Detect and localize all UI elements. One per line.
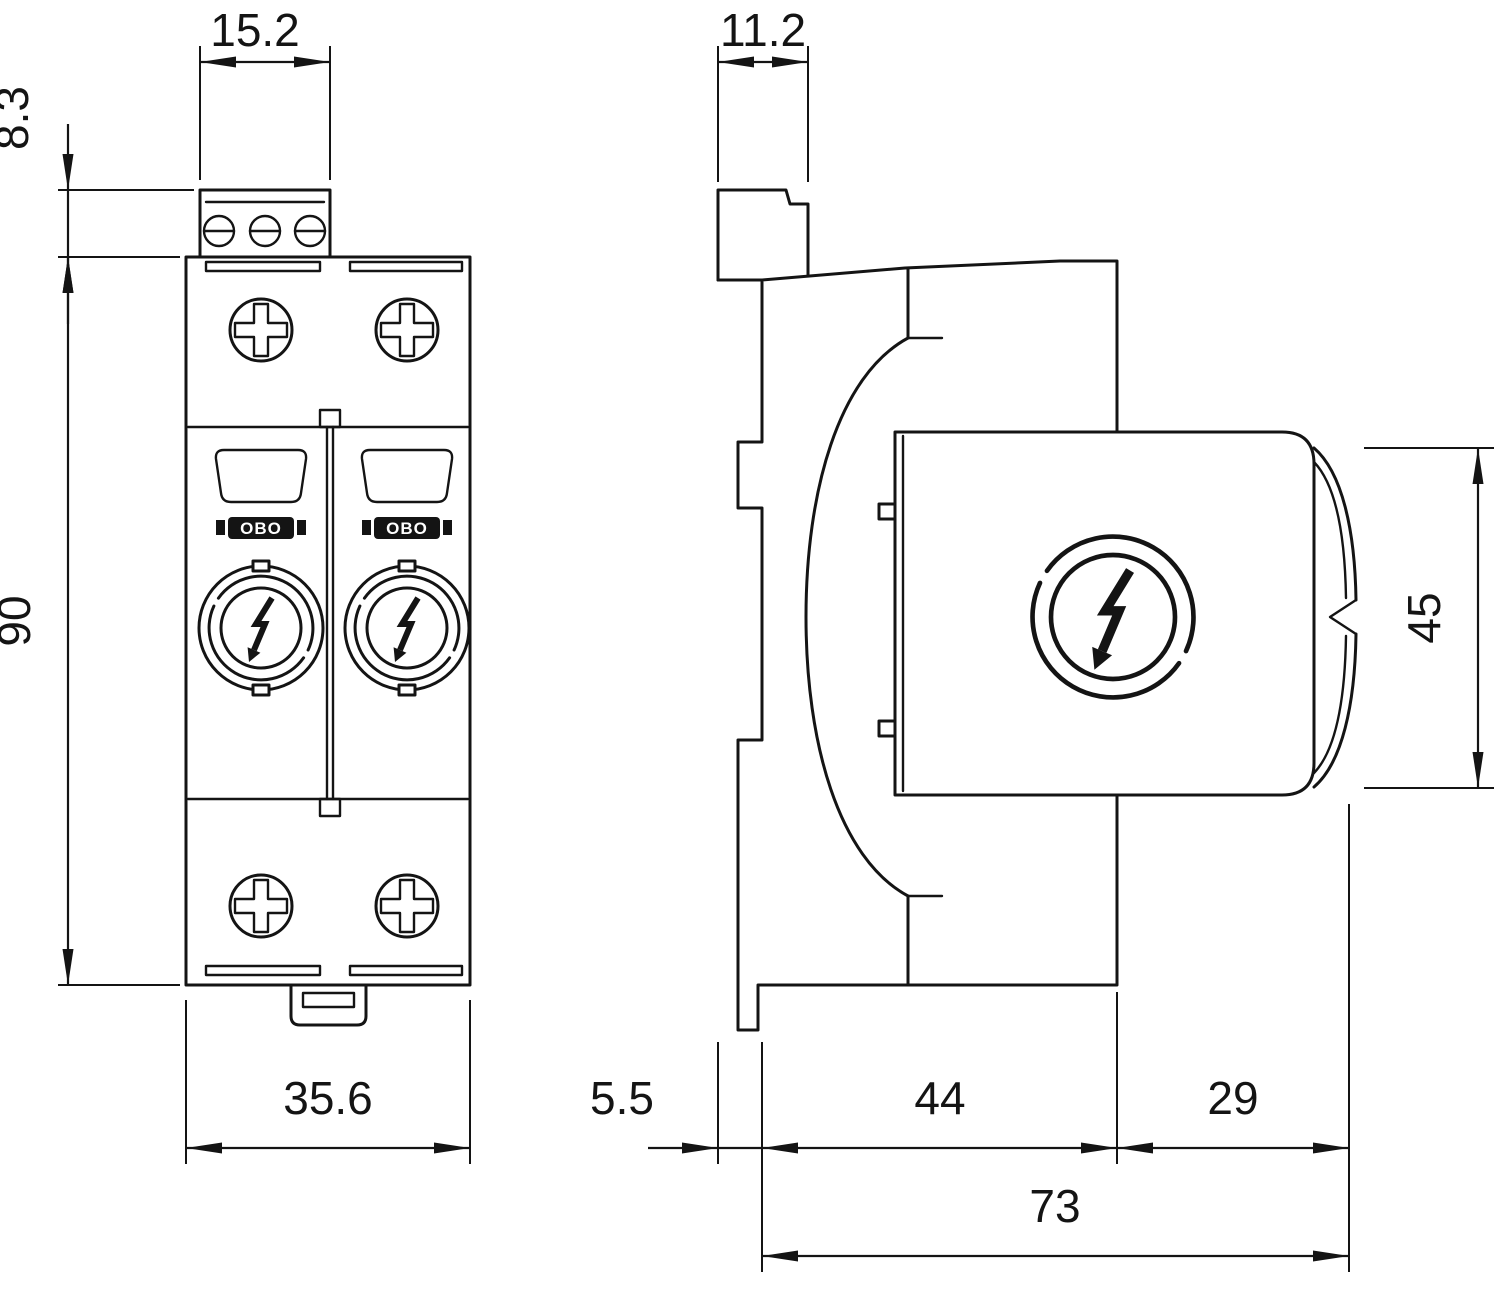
vent-slot-top-left [204, 260, 322, 273]
side-module-latch-bottom [877, 719, 897, 738]
dim-label-top-width: 11.2 [720, 4, 806, 56]
center-tab-top [318, 408, 342, 429]
dim-top-width: 11.2 [717, 4, 809, 182]
dim-rail-offset: 5.5 [590, 1072, 762, 1154]
terminal-screw-1 [202, 214, 236, 248]
din-release-tab-notch [301, 991, 356, 1009]
front-view [184, 188, 472, 1027]
side-view [716, 188, 1358, 1032]
dim-label-body-height: 90 [0, 595, 40, 646]
mounting-screw-bottom-left [228, 873, 294, 939]
side-cap-outer-arc-top [1312, 446, 1358, 602]
vent-slot-bottom-right [348, 964, 464, 977]
mounting-screw-top-right [374, 297, 440, 363]
side-cap-inner-arc-top [1312, 460, 1348, 600]
terminal-screw-2 [248, 214, 282, 248]
side-module-latch-top [877, 502, 897, 521]
dim-body-width: 35.6 [185, 1000, 471, 1164]
side-base-concave-curve [804, 336, 910, 898]
dim-base-depth: 44 [762, 1072, 1117, 1154]
dim-label-module-depth: 29 [1207, 1072, 1258, 1124]
dim-module-depth: 29 [1117, 1072, 1349, 1154]
center-tab-bottom [318, 797, 342, 818]
din-release-tab [289, 983, 368, 1027]
side-cap-outer-arc-bottom [1312, 632, 1358, 789]
surge-module-left [199, 450, 323, 695]
dim-label-total-depth: 73 [1029, 1180, 1080, 1232]
dim-label-rail-offset: 5.5 [590, 1072, 654, 1124]
dim-terminal-width: 15.2 [199, 4, 331, 180]
dim-total-depth: 73 [762, 1180, 1349, 1262]
dim-extension-lines-bottom [717, 804, 1350, 1272]
side-top-block-outline [716, 188, 810, 282]
dim-terminal-height: 8.3 [0, 86, 194, 324]
mounting-screw-top-left [228, 297, 294, 363]
side-cap-inner-arc-bottom [1312, 634, 1348, 775]
side-cap-pointer-notch [1328, 598, 1358, 636]
mounting-screw-bottom-right [374, 873, 440, 939]
dim-label-module-height: 45 [1398, 592, 1450, 643]
vent-slot-bottom-left [204, 964, 322, 977]
vent-slot-top-right [348, 260, 464, 273]
dim-label-terminal-width: 15.2 [210, 4, 300, 56]
dim-module-height: 45 [1364, 447, 1494, 789]
dim-label-terminal-height: 8.3 [0, 86, 38, 150]
terminal-block-outline [198, 188, 332, 259]
dim-label-base-depth: 44 [914, 1072, 965, 1124]
dim-body-height: 90 [0, 257, 180, 986]
dim-label-body-width: 35.6 [283, 1072, 373, 1124]
surge-module-right [345, 450, 469, 695]
terminal-screw-3 [293, 214, 327, 248]
